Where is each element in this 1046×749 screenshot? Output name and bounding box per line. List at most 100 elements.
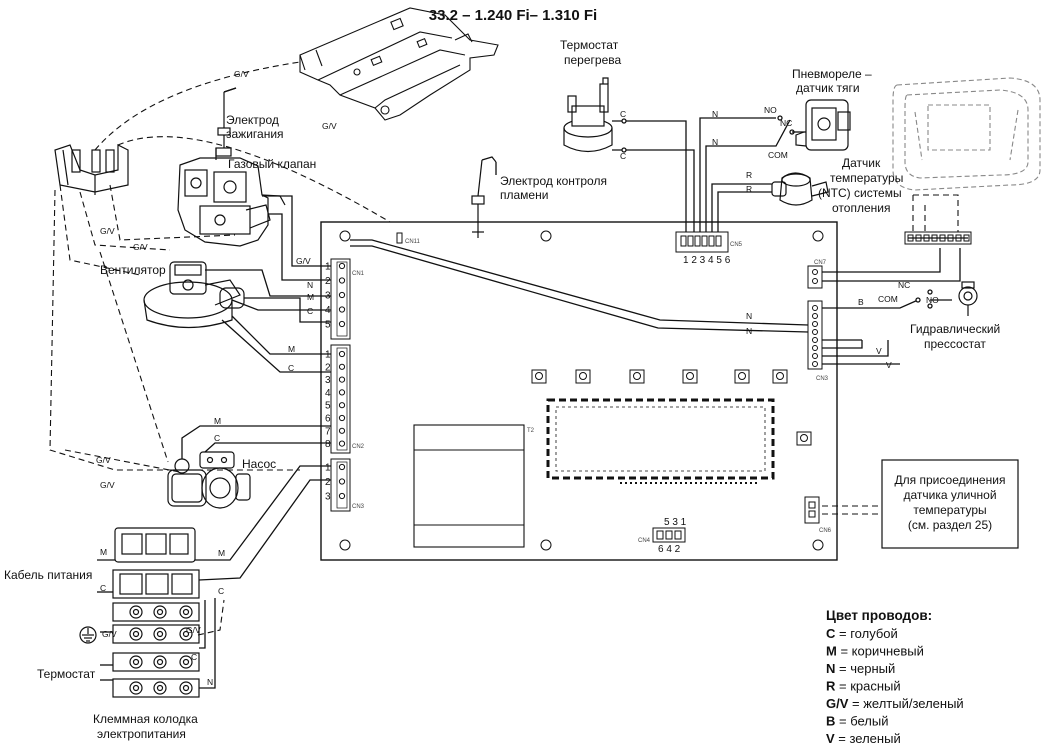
label-ignition-electrode-2: зажигания <box>226 127 284 141</box>
connector-pin <box>338 478 346 485</box>
terminal-screw-core <box>132 608 140 616</box>
connector-pin-number: 1 <box>325 463 331 474</box>
terminal-screw <box>153 681 167 695</box>
svg-text:CN7: CN7 <box>814 260 827 266</box>
connector-pin <box>338 350 346 358</box>
pump <box>167 451 251 509</box>
terminal-screw-core <box>132 684 140 692</box>
svg-text:CN2: CN2 <box>352 444 365 450</box>
svg-text:датчика уличной: датчика уличной <box>903 488 996 502</box>
legend-item-code: M <box>826 644 837 659</box>
connector-pin <box>338 262 346 270</box>
label-terminal-block-2: электропитания <box>97 727 186 741</box>
strip-pin <box>947 234 954 242</box>
terminal-row <box>112 602 200 622</box>
connector-cn3: 123 CN3 <box>325 458 365 512</box>
outdoor-sensor-connector: CN6 <box>804 496 832 534</box>
label-pressure-relay-2: датчик тяги <box>796 81 860 95</box>
terminal-screw <box>153 655 167 669</box>
connector-pin <box>338 376 346 383</box>
connector-pin <box>338 363 346 370</box>
svg-text:CN3: CN3 <box>816 376 829 382</box>
svg-text:NO: NO <box>926 295 939 305</box>
diagram-title: 33.2 – 1.240 Fi– 1.310 Fi <box>429 7 597 24</box>
terminal-screw-core <box>132 658 140 666</box>
svg-text:CN4: CN4 <box>638 538 651 544</box>
fan-motor <box>143 261 245 329</box>
label-hydraulic-pressostat-2: прессостат <box>924 337 986 351</box>
connector-pin <box>338 320 346 328</box>
connector-pin <box>338 414 346 422</box>
transformer: T2 <box>413 424 535 548</box>
connector-pin-number: 2 <box>325 477 331 488</box>
terminal-row <box>112 624 200 644</box>
label-terminal-block-1: Клеммная колодка <box>93 712 198 726</box>
terminal-screw-core <box>132 630 140 638</box>
strip-pin <box>915 234 922 242</box>
legend-item-code: G/V <box>826 696 849 711</box>
strip-pin <box>955 234 962 242</box>
hydraulic-pressostat <box>958 281 978 316</box>
board-components-row <box>531 369 812 446</box>
small-connector: 5 3 1 6 4 2 CN4 <box>638 517 687 555</box>
svg-text:N: N <box>207 677 213 687</box>
svg-text:G/V: G/V <box>234 69 249 79</box>
terminal-screw <box>179 655 193 669</box>
legend-item-text: = голубой <box>835 626 897 641</box>
connector-pin <box>338 402 346 409</box>
legend-item: R = красный <box>826 679 901 694</box>
legend-header: Цвет проводов: <box>826 608 932 623</box>
ground-icon <box>79 626 97 644</box>
legend-item-code: N <box>826 661 835 676</box>
strip-pin <box>931 234 938 242</box>
legend-item-text: = черный <box>835 661 895 676</box>
svg-text:C: C <box>307 306 313 316</box>
svg-text:CN6: CN6 <box>819 528 832 534</box>
connector-pin-number: 3 <box>325 375 331 386</box>
terminal-screw <box>129 655 143 669</box>
connector-right-lower: CN3 <box>807 300 829 382</box>
svg-text:CN3: CN3 <box>352 504 365 510</box>
svg-text:C: C <box>620 151 626 161</box>
svg-text:COM: COM <box>768 150 788 160</box>
connector-pin-number: 8 <box>325 439 331 450</box>
legend-item-text: = белый <box>835 714 888 729</box>
terminal-screw-core <box>182 658 190 666</box>
svg-text:N: N <box>746 311 752 321</box>
strip-pin <box>963 234 970 242</box>
top-connector: 1 2 3 4 5 6 CN5 <box>675 231 743 266</box>
svg-text:N: N <box>307 280 313 290</box>
gas-valve <box>177 148 286 247</box>
wires <box>97 87 968 689</box>
svg-text:C: C <box>191 652 197 662</box>
legend-item: C = голубой <box>826 626 898 641</box>
small-connector-bottom-pins: 6 4 2 <box>658 544 681 555</box>
svg-text:C: C <box>288 363 294 373</box>
control-panel-illustration <box>892 77 1041 191</box>
connector-pin-number: 4 <box>325 388 331 399</box>
top-connector-pins: 1 2 3 4 5 6 <box>683 255 731 266</box>
terminal-screw <box>179 681 193 695</box>
svg-text:COM: COM <box>878 294 898 304</box>
svg-text:T2: T2 <box>527 428 535 434</box>
connector-pin-number: 5 <box>325 320 331 331</box>
label-fan: Вентилятор <box>100 263 166 277</box>
connector-pin <box>338 291 346 299</box>
terminal-screw <box>153 627 167 641</box>
svg-text:N: N <box>712 137 718 147</box>
terminal-screw-core <box>182 684 190 692</box>
terminal-screw-core <box>156 684 164 692</box>
ntc-sensor <box>771 172 829 206</box>
wire-code-labels: G/V G/V G/V G/V G/V N M C M C M C G/V G/… <box>96 69 939 687</box>
svg-text:V: V <box>876 346 882 356</box>
svg-text:G/V: G/V <box>322 121 337 131</box>
overheat-thermostat <box>563 77 613 153</box>
svg-text:G/V: G/V <box>186 625 201 635</box>
connector-pin <box>338 389 346 396</box>
svg-text:G/V: G/V <box>133 242 148 252</box>
connector-pin-number: 2 <box>325 362 331 373</box>
svg-text:NC: NC <box>898 280 910 290</box>
